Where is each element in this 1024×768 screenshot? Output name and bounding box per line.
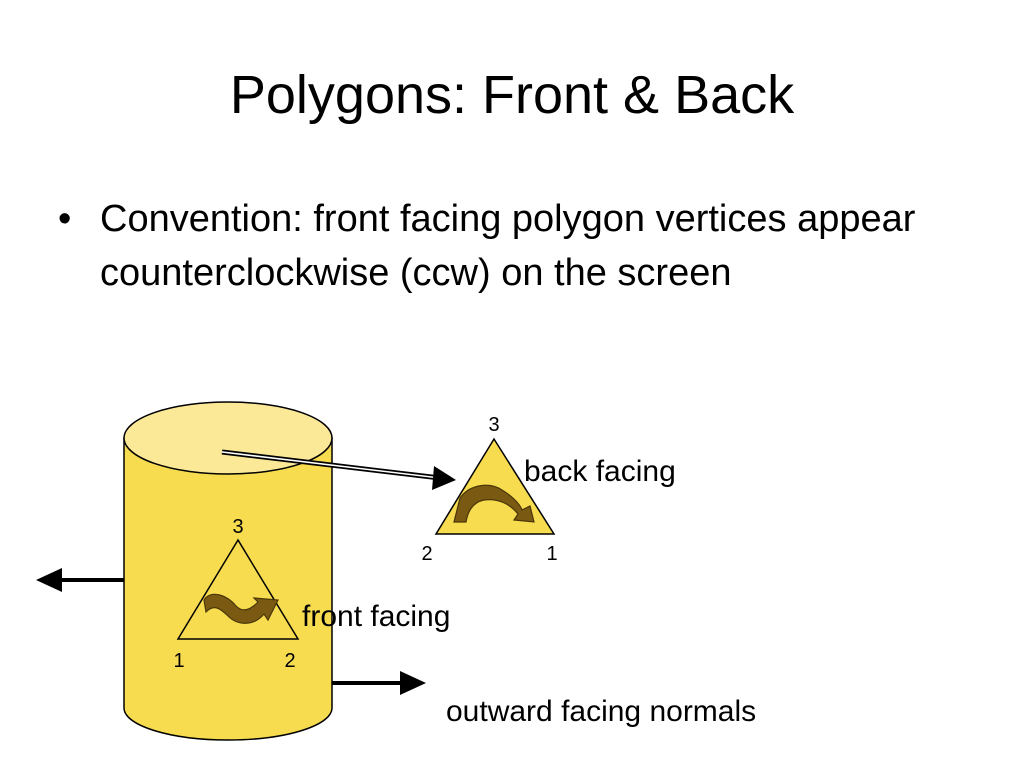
bullet-text: Convention: front facing polygon vertice… — [100, 198, 916, 294]
slide-title: Polygons: Front & Back — [229, 65, 795, 125]
normal-arrow-right — [332, 671, 426, 695]
front-curved-arrow-icon — [203, 593, 279, 624]
back-facing-label: back facing — [524, 455, 676, 488]
back-vertex-1: 1 — [546, 543, 557, 565]
bullet-marker: • — [58, 198, 72, 240]
top-normal-arrow — [221, 449, 456, 490]
normals-label: outward facing normals — [446, 695, 756, 728]
back-vertex-3: 3 — [488, 414, 499, 436]
normal-arrow-left — [36, 568, 128, 592]
front-facing-triangle — [176, 538, 300, 640]
front-vertex-1: 1 — [173, 650, 184, 672]
back-vertex-2: 2 — [421, 543, 432, 565]
front-vertex-3: 3 — [232, 516, 243, 538]
back-facing-triangle — [434, 437, 556, 535]
cylinder-top — [123, 401, 333, 475]
front-vertex-2: 2 — [284, 650, 295, 672]
back-curved-arrow-icon — [453, 484, 535, 523]
front-facing-label: front facing — [302, 600, 450, 633]
